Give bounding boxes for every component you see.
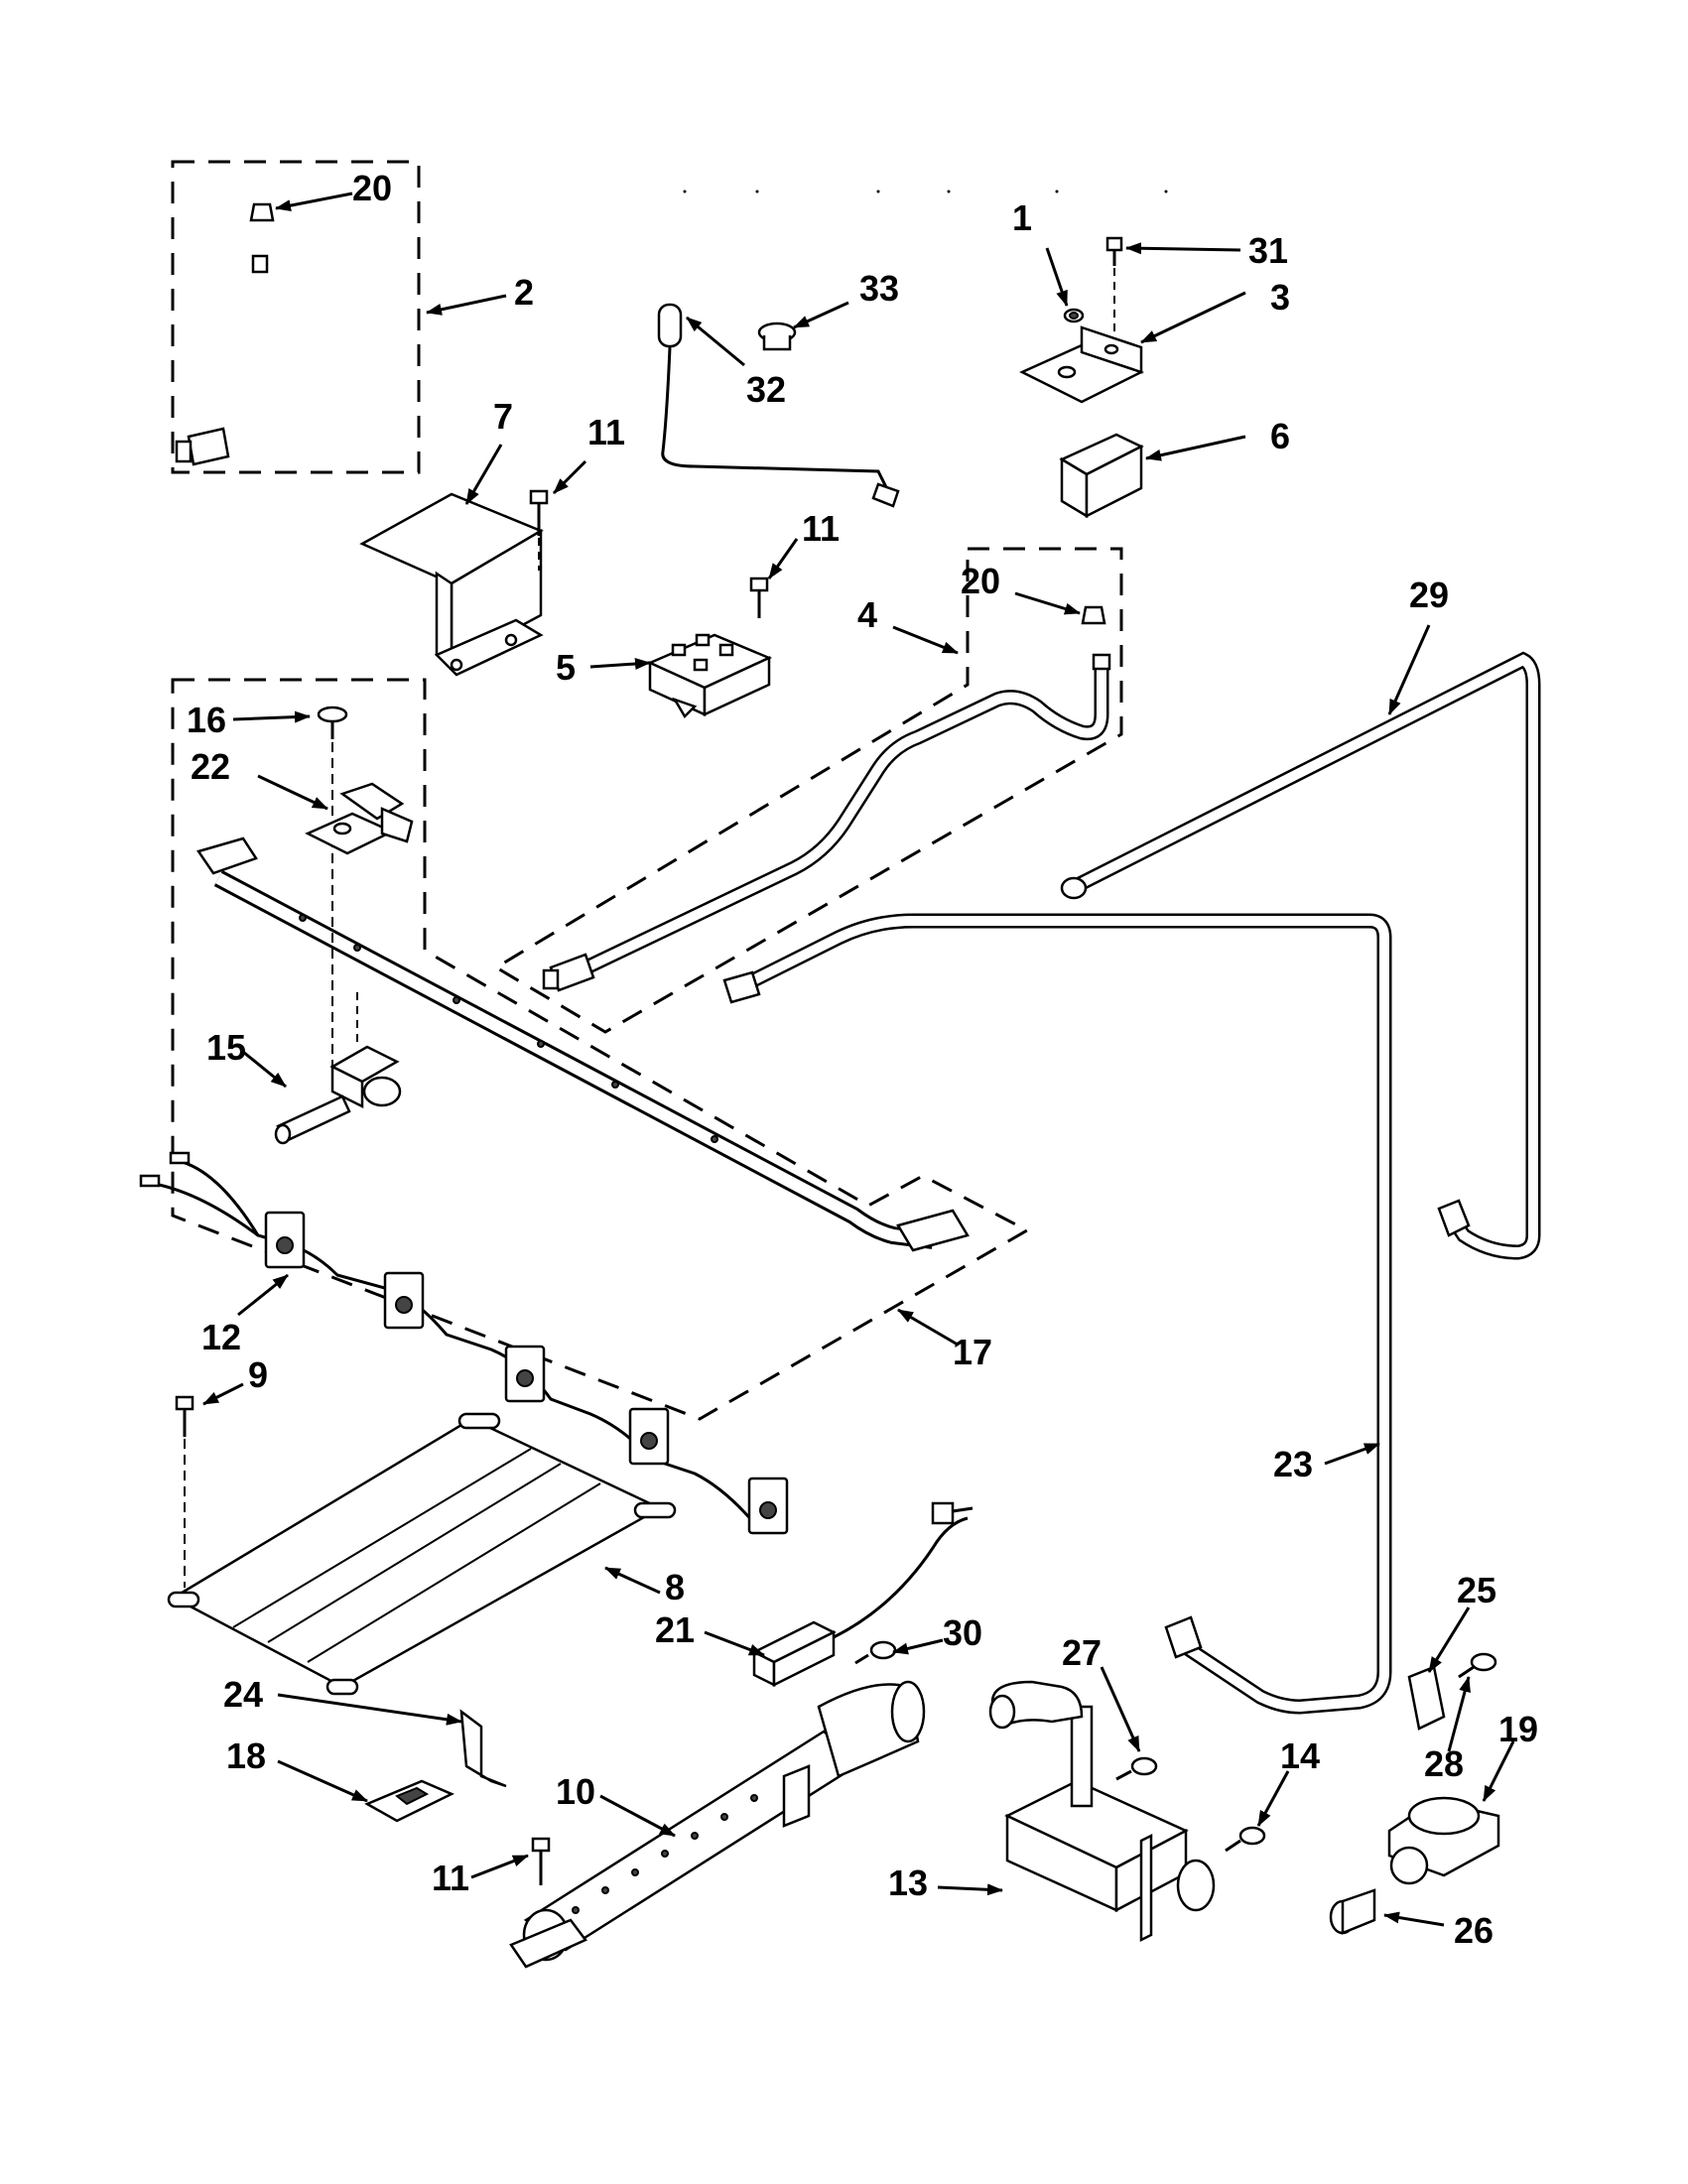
- callout-18: 18: [226, 1735, 266, 1776]
- callout-11a: 11: [587, 412, 625, 452]
- callout-24: 24: [223, 1674, 263, 1715]
- callout-28: 28: [1424, 1743, 1464, 1784]
- part-19-regulator: [1387, 1796, 1500, 1885]
- callout-20a: 20: [352, 168, 392, 208]
- part-11-screw-b: [749, 577, 769, 618]
- part-10-burner: [509, 1680, 926, 1969]
- callout-31: 31: [1248, 230, 1288, 271]
- part-22-bracket: [305, 782, 414, 855]
- part-23-tube: [722, 913, 1392, 1715]
- callout-11b: 11: [802, 508, 840, 549]
- part-11-screw-a: [529, 489, 549, 571]
- part-20-cap-b: [1081, 605, 1106, 625]
- part-2-tube: [175, 254, 374, 466]
- callout-3: 3: [1270, 277, 1290, 318]
- callout-8: 8: [665, 1567, 685, 1607]
- part-33-grommet: [757, 321, 797, 351]
- callout-10: 10: [556, 1771, 595, 1812]
- callout-12: 12: [201, 1317, 241, 1357]
- part-29-tube: [1060, 651, 1541, 1260]
- part-16-screw: [317, 706, 348, 1077]
- part-14-screw: [1225, 1826, 1266, 1853]
- callout-17: 17: [953, 1332, 992, 1372]
- part-30-screw: [854, 1640, 897, 1665]
- callout-4: 4: [857, 594, 877, 635]
- callout-1: 1: [1012, 197, 1032, 238]
- part-32-wire: [657, 303, 900, 508]
- part-25-clip: [1407, 1665, 1446, 1731]
- callout-20b: 20: [961, 561, 1000, 601]
- callout-14: 14: [1280, 1735, 1320, 1776]
- part-31-screw: [1105, 236, 1123, 347]
- callout-29: 29: [1409, 575, 1449, 615]
- group-box-17: [171, 678, 1031, 1421]
- part-24-clip: [459, 1709, 507, 1788]
- top-dots: [683, 190, 1168, 193]
- part-6-bracket: [1059, 433, 1144, 519]
- callout-25: 25: [1457, 1570, 1496, 1610]
- part-4-tube: [542, 653, 1111, 992]
- part-12-harness: [139, 1151, 789, 1535]
- part-28-screw: [1458, 1652, 1497, 1679]
- callout-26: 26: [1454, 1910, 1493, 1951]
- part-27-screw: [1115, 1756, 1158, 1781]
- callout-5: 5: [556, 647, 576, 688]
- callout-19: 19: [1498, 1709, 1538, 1749]
- callout-13: 13: [888, 1863, 928, 1903]
- part-3-bracket: [1019, 325, 1144, 404]
- callout-7: 7: [493, 396, 513, 437]
- callout-22: 22: [191, 746, 230, 787]
- group-box-2: [171, 160, 421, 474]
- group-box-4: [493, 547, 1123, 1034]
- callout-9: 9: [248, 1354, 268, 1395]
- part-20-cap-a: [249, 202, 275, 222]
- part-5-block: [646, 633, 773, 719]
- part-9-screw: [175, 1395, 195, 1588]
- callout-33: 33: [859, 268, 899, 309]
- callout-23: 23: [1273, 1444, 1313, 1484]
- callout-21: 21: [655, 1609, 695, 1650]
- callout-16: 16: [187, 700, 226, 740]
- part-26-fitting: [1329, 1888, 1376, 1935]
- callout-27: 27: [1062, 1632, 1102, 1673]
- callout-labels: 20 2 33 32 1 31 3 6 7 11 11 5 4 20 29 16…: [187, 168, 1538, 1951]
- callout-2: 2: [514, 272, 534, 313]
- part-15-valve: [274, 992, 402, 1145]
- part-8-shield: [167, 1412, 677, 1696]
- part-21-module: [751, 1501, 974, 1688]
- leader-arrows: [202, 192, 1515, 1927]
- part-1-nut: [1063, 308, 1085, 323]
- callout-15: 15: [206, 1027, 246, 1068]
- part-13-holder: [988, 1680, 1216, 1943]
- part-7-bracket: [359, 492, 544, 677]
- part-17-manifold: [195, 836, 970, 1252]
- part-18-clip: [364, 1779, 454, 1823]
- callout-30: 30: [943, 1612, 982, 1653]
- callout-6: 6: [1270, 416, 1290, 456]
- callout-11c: 11: [432, 1858, 469, 1898]
- callout-32: 32: [746, 369, 786, 410]
- part-11-screw-c: [531, 1837, 551, 1885]
